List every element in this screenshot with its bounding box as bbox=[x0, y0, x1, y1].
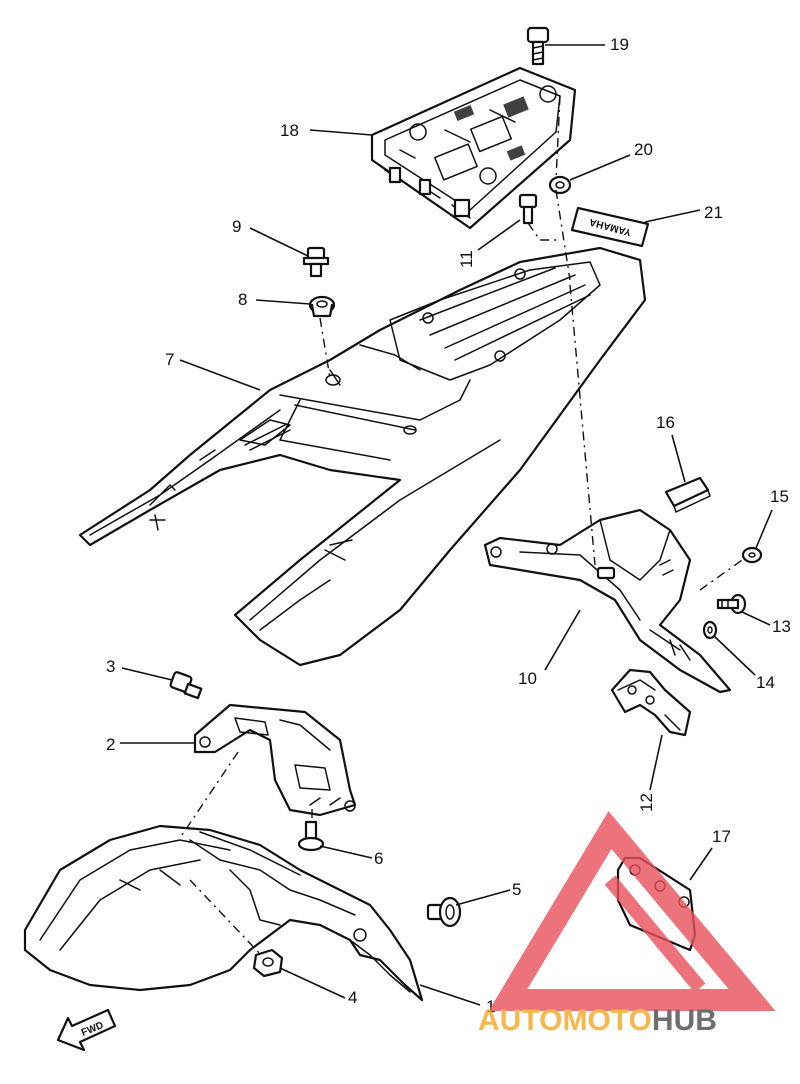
label-4: 4 bbox=[348, 988, 357, 1007]
bolt-9 bbox=[302, 246, 330, 278]
reflector-16 bbox=[664, 476, 711, 513]
label-9: 9 bbox=[232, 217, 241, 236]
bolt-19 bbox=[526, 26, 550, 66]
watermark-part-b: HUB bbox=[652, 1004, 717, 1037]
clamp-bracket-12 bbox=[610, 668, 692, 737]
bolt-3 bbox=[169, 671, 203, 700]
label-3: 3 bbox=[106, 657, 115, 676]
label-13: 13 bbox=[772, 617, 791, 636]
label-2: 2 bbox=[106, 735, 115, 754]
label-20: 20 bbox=[634, 140, 653, 159]
label-19: 19 bbox=[610, 35, 629, 54]
label-15: 15 bbox=[770, 487, 789, 506]
fender-bracket-2 bbox=[193, 703, 357, 817]
watermark-triangle-icon bbox=[488, 811, 776, 1011]
watermark-text: AUTOMOTOHUB bbox=[478, 1004, 717, 1037]
label-7: 7 bbox=[165, 350, 174, 369]
fwd-arrow: FWD bbox=[56, 1008, 117, 1052]
label-6: 6 bbox=[374, 849, 383, 868]
label-11: 11 bbox=[457, 250, 476, 268]
license-bracket-10 bbox=[483, 508, 732, 694]
label-21: 21 bbox=[704, 203, 723, 222]
grommet-8 bbox=[308, 295, 336, 318]
carrier-rack bbox=[370, 66, 577, 230]
grommet-5 bbox=[426, 896, 462, 928]
assembly-lines bbox=[179, 95, 746, 957]
label-12: 12 bbox=[637, 793, 656, 812]
label-17: 17 bbox=[712, 827, 731, 846]
watermark-part-a: AUTOMOTO bbox=[478, 1004, 652, 1037]
front-fender-1 bbox=[23, 824, 424, 1002]
label-5: 5 bbox=[512, 880, 521, 899]
nut-20 bbox=[548, 175, 572, 195]
nut-4 bbox=[252, 948, 284, 978]
decal-21: YAMAHA bbox=[570, 206, 650, 248]
label-10: 10 bbox=[518, 669, 537, 688]
part-number-labels: 1 2 3 4 5 6 7 8 9 10 11 12 13 14 15 16 1… bbox=[106, 35, 791, 1016]
label-16: 16 bbox=[656, 413, 675, 432]
nut-15 bbox=[741, 546, 763, 564]
bolt-6 bbox=[297, 820, 325, 852]
label-14: 14 bbox=[756, 673, 775, 692]
washer-14 bbox=[702, 620, 718, 640]
label-1: 1 bbox=[486, 997, 495, 1016]
label-18: 18 bbox=[280, 121, 299, 140]
watermark-logo: AUTOMOTOHUB bbox=[478, 811, 776, 1037]
label-8: 8 bbox=[238, 290, 247, 309]
leader-lines bbox=[120, 44, 773, 1006]
rear-fender-cowl bbox=[78, 246, 647, 667]
screw-13 bbox=[716, 593, 747, 615]
screw-11 bbox=[518, 193, 538, 225]
